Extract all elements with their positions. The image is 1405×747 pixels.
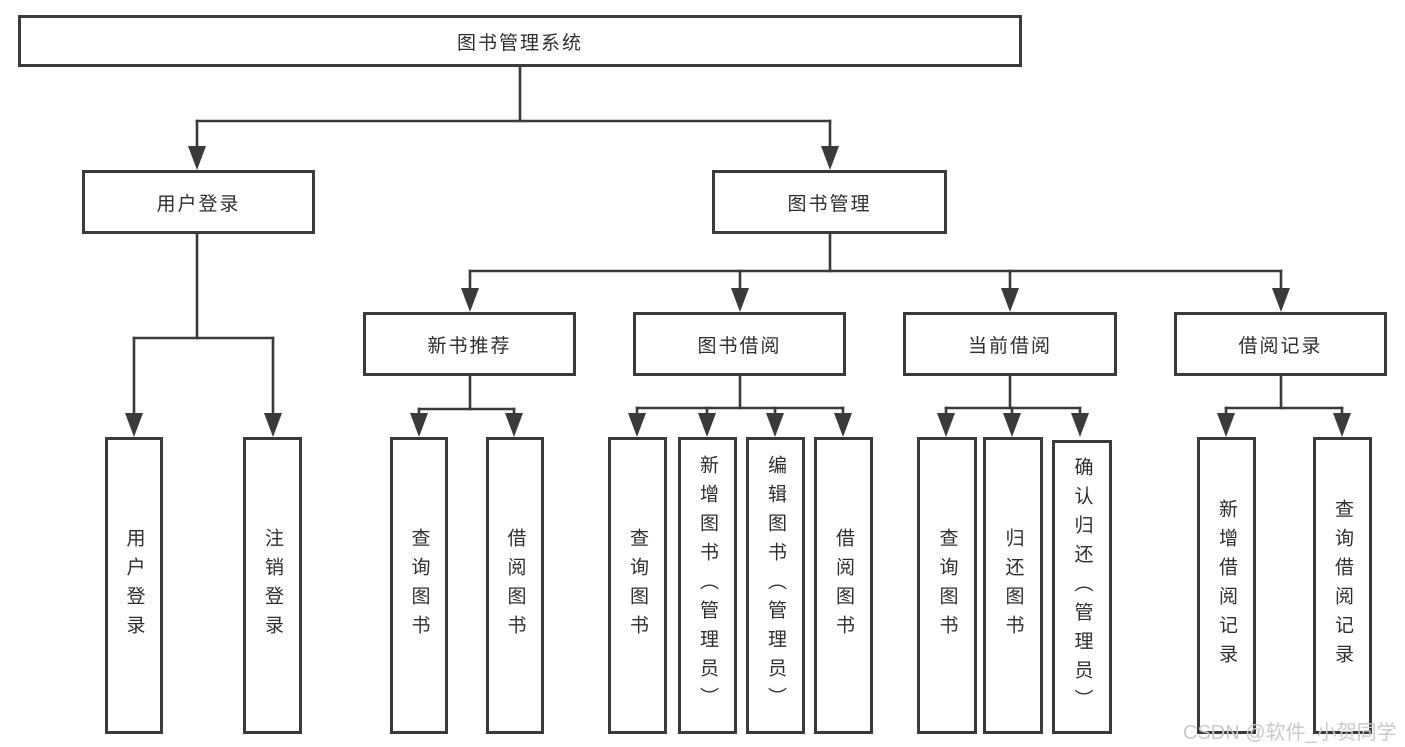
leaf-recommend-borrow-books-label: 借阅图书 [504,527,526,644]
leaf-borrow-query-books: 查询图书 [608,437,667,734]
leaf-borrow-books-label: 借阅图书 [833,527,854,644]
edges-book-borrow [628,374,852,437]
node-user-login: 用户登录 [82,170,315,234]
node-book-borrow: 图书借阅 [633,312,846,376]
leaf-recommend-borrow-books: 借阅图书 [486,437,544,734]
leaf-recommend-query-books: 查询图书 [390,437,448,734]
leaf-confirm-return-admin-label: 确认归还（管理员） [1071,456,1093,718]
leaf-add-books-admin-label: 新增图书（管理员） [697,455,718,716]
leaf-return-books-label: 归还图书 [1002,527,1024,644]
node-root: 图书管理系统 [18,15,1022,67]
leaf-confirm-return-admin: 确认归还（管理员） [1052,440,1112,734]
edges-book-management [461,232,1290,312]
node-borrow-records: 借阅记录 [1174,312,1387,376]
leaf-add-borrow-record: 新增借阅记录 [1197,437,1256,734]
leaf-query-borrow-record-label: 查询借阅记录 [1332,498,1353,673]
leaf-borrow-query-books-label: 查询图书 [627,527,648,644]
node-book-management-label: 图书管理 [787,193,872,215]
node-user-login-label: 用户登录 [156,193,241,215]
edges-new-book-recommend [410,374,523,437]
leaf-logout-label: 注销登录 [262,527,283,644]
edges-user-login [125,232,282,437]
leaf-query-borrow-record: 查询借阅记录 [1313,437,1372,734]
csdn-watermark: CSDN @软件_小贺同学 [1183,722,1397,744]
leaf-return-books: 归还图书 [983,437,1043,734]
leaf-current-query-books: 查询图书 [917,437,977,734]
edges-borrow-records [1217,374,1351,437]
node-book-management: 图书管理 [712,170,947,234]
node-root-label: 图书管理系统 [456,32,583,54]
node-current-borrow: 当前借阅 [903,312,1117,376]
leaf-edit-books-admin: 编辑图书（管理员） [746,437,805,734]
leaf-recommend-query-books-label: 查询图书 [408,527,430,644]
leaf-current-query-books-label: 查询图书 [936,527,958,644]
leaf-user-login: 用户登录 [105,437,163,734]
leaf-edit-books-admin-label: 编辑图书（管理员） [765,455,786,716]
leaf-user-login-label: 用户登录 [123,527,145,644]
leaf-logout: 注销登录 [243,437,302,734]
leaf-add-borrow-record-label: 新增借阅记录 [1216,498,1237,673]
node-new-book-recommend-label: 新书推荐 [427,335,512,357]
edges-root [188,65,839,170]
node-borrow-records-label: 借阅记录 [1238,335,1323,357]
node-new-book-recommend: 新书推荐 [363,312,576,376]
leaf-add-books-admin: 新增图书（管理员） [678,437,737,734]
leaf-borrow-books: 借阅图书 [814,437,873,734]
node-current-borrow-label: 当前借阅 [967,335,1052,357]
edges-current-borrow [937,374,1089,437]
node-book-borrow-label: 图书借阅 [697,335,782,357]
